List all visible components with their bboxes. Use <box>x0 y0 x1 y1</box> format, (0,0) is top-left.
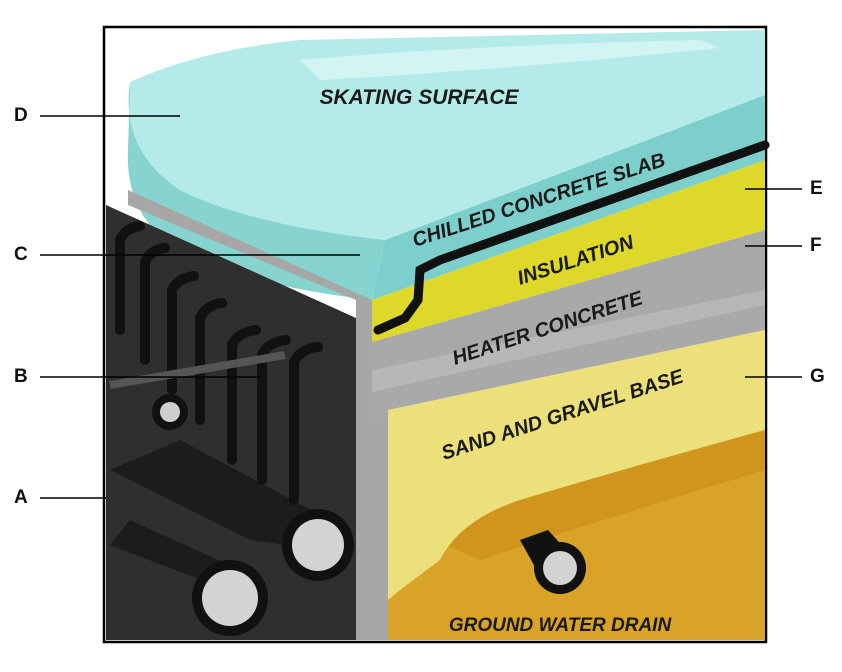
callout-d: D <box>14 106 28 125</box>
label-skating-surface: SKATING SURFACE <box>319 86 519 109</box>
callout-e: E <box>810 179 823 198</box>
callout-f: F <box>810 236 822 255</box>
callout-b: B <box>14 367 28 386</box>
callout-a: A <box>14 488 28 507</box>
label-ground-water-drain: GROUND WATER DRAIN <box>449 615 673 636</box>
callout-c: C <box>14 245 28 264</box>
callout-g: G <box>810 367 825 386</box>
